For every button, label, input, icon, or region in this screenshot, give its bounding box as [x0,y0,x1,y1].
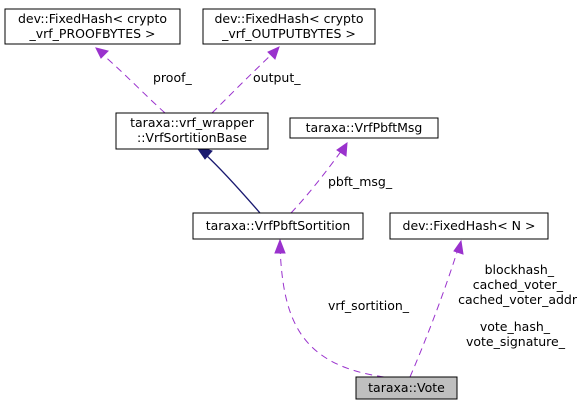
edge-label-output: output_ [253,70,301,85]
node-proofbytes[interactable]: dev::FixedHash< crypto _vrf_PROOFBYTES > [4,8,181,45]
edge-vrf-sortition [279,246,385,378]
edge-label-hash-fields-2: cached_voter_ [473,277,564,292]
arrowhead-vrf-sortition [274,238,286,254]
edge-output [211,53,273,114]
arrowhead-pbft-msg [336,141,348,157]
node-vote[interactable]: taraxa::Vote [355,376,458,400]
arrowhead-output [267,46,280,60]
node-pbft-sortition[interactable]: taraxa::VrfPbftSortition [192,212,364,240]
edge-label-hash-fields-3: cached_voter_addr [458,292,578,307]
node-sortition-base-line-1: taraxa::vrf_wrapper [130,115,255,130]
node-fixedhash-n-label: dev::FixedHash< N > [403,218,536,233]
edge-inheritance [205,154,261,214]
edge-label-pbft-msg: pbft_msg_ [328,174,393,189]
edge-label-hash-fields-6: vote_signature_ [466,334,566,349]
node-proofbytes-line-1: dev::FixedHash< crypto [18,11,167,26]
edge-pbft-msg [290,149,343,214]
edge-hash-fields [409,248,459,378]
node-outputbytes-line-1: dev::FixedHash< crypto [215,11,364,26]
edge-proof [101,53,166,114]
node-outputbytes[interactable]: dev::FixedHash< crypto _vrf_OUTPUTBYTES … [202,8,376,45]
node-pbft-sortition-label: taraxa::VrfPbftSortition [206,218,351,233]
edge-label-hash-fields-1: blockhash_ [485,262,555,277]
edge-label-vrf-sortition: vrf_sortition_ [328,298,410,313]
node-vote-label: taraxa::Vote [368,380,445,395]
node-outputbytes-line-2: _vrf_OUTPUTBYTES > [221,26,356,41]
edge-label-proof: proof_ [153,70,192,85]
node-pbft-msg[interactable]: taraxa::VrfPbftMsg [289,117,439,139]
arrowhead-proof [95,47,109,59]
node-proofbytes-line-2: _vrf_PROOFBYTES > [29,26,156,41]
node-sortition-base-line-2: ::VrfSortitionBase [137,130,247,145]
node-pbft-msg-label: taraxa::VrfPbftMsg [306,120,423,135]
arrowhead-hash-fields [453,239,464,255]
node-fixedhash-n[interactable]: dev::FixedHash< N > [389,212,549,240]
node-sortition-base[interactable]: taraxa::vrf_wrapper ::VrfSortitionBase [115,112,269,150]
edge-label-hash-fields-5: vote_hash_ [480,319,551,334]
